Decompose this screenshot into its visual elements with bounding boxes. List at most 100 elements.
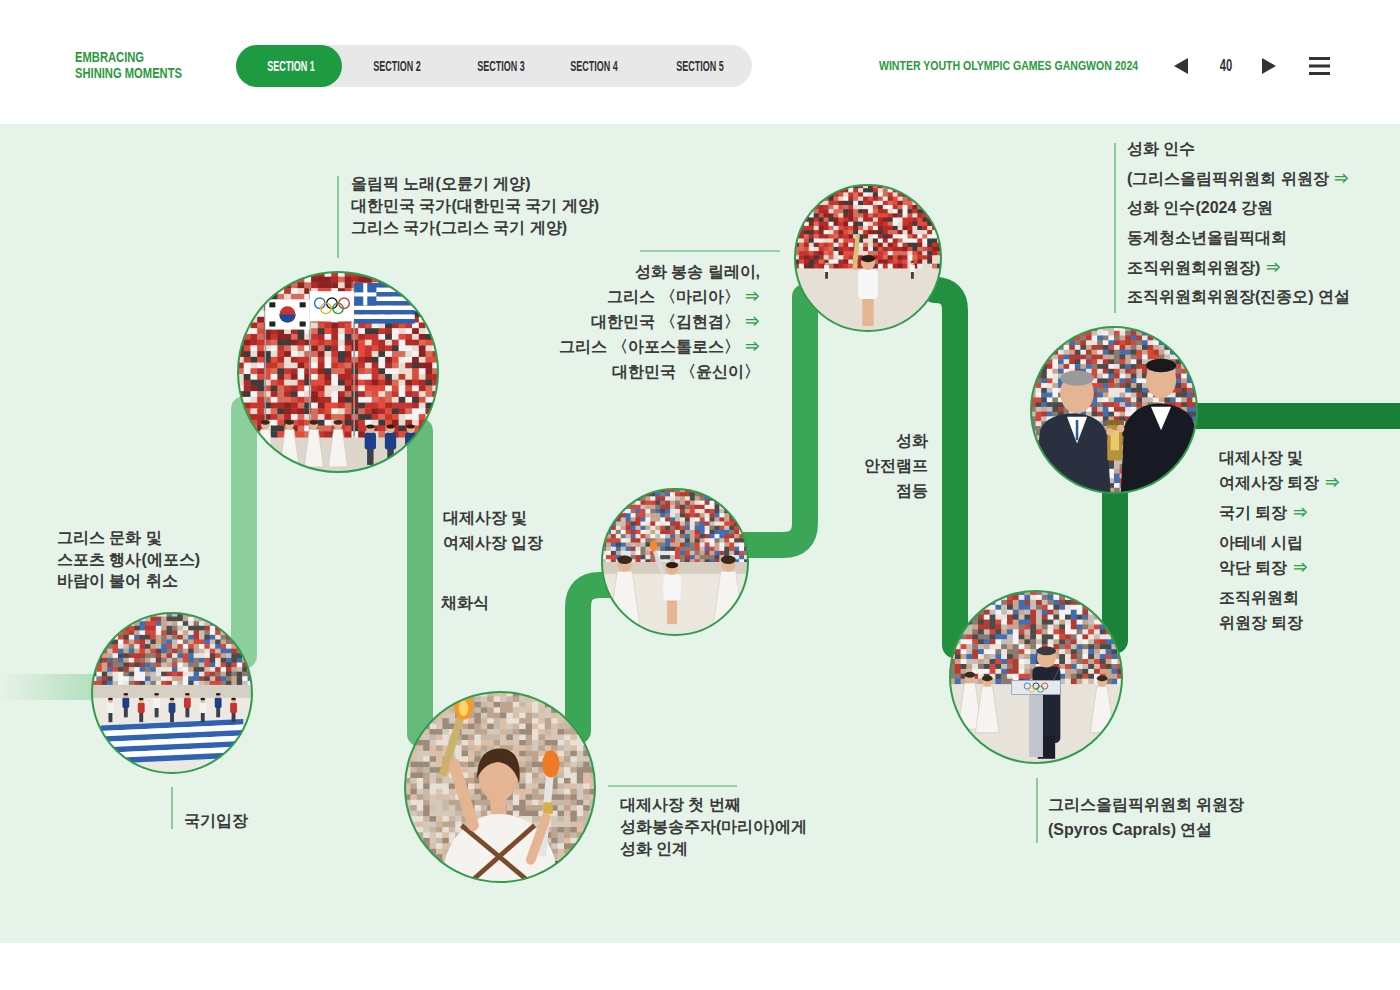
illustration-part xyxy=(641,505,646,510)
illustration-part xyxy=(200,698,205,700)
illustration-part xyxy=(705,517,710,522)
illustration-part xyxy=(744,505,749,510)
photo-node: 국기입장 xyxy=(91,612,253,774)
illustration-part xyxy=(145,663,151,668)
illustration-part xyxy=(399,426,406,432)
illustration-part xyxy=(118,676,124,681)
illustration-part xyxy=(426,271,433,277)
illustration-part xyxy=(204,653,210,658)
illustration-part xyxy=(150,672,156,677)
illustration-part xyxy=(665,505,670,510)
illustration-part xyxy=(405,374,412,380)
illustration-part xyxy=(724,543,729,548)
illustration-part xyxy=(695,555,700,560)
illustration-part xyxy=(399,363,406,369)
illustration-part xyxy=(156,621,162,626)
illustration-part xyxy=(183,621,189,626)
illustration-part xyxy=(695,547,700,552)
illustration-part xyxy=(150,653,156,658)
illustration-part xyxy=(140,667,146,672)
illustration-part xyxy=(150,644,156,649)
illustration-part xyxy=(284,288,291,294)
illustration-part xyxy=(352,380,359,386)
illustration-part xyxy=(690,547,695,552)
illustration-part xyxy=(277,363,284,369)
illustration-part xyxy=(611,530,616,535)
illustration-part xyxy=(345,334,352,340)
illustration-part xyxy=(199,612,205,617)
illustration-part xyxy=(194,626,200,631)
illustration-part xyxy=(719,496,724,501)
illustration-part xyxy=(331,391,338,397)
illustration-part xyxy=(650,530,655,535)
illustration-part xyxy=(271,282,278,288)
illustration-part xyxy=(251,294,258,300)
illustration-part xyxy=(298,334,305,340)
illustration-part xyxy=(700,555,705,560)
illustration-part xyxy=(102,635,108,640)
illustration-part xyxy=(385,363,392,369)
illustration-part xyxy=(161,653,167,658)
illustration-part xyxy=(237,663,243,668)
illustration-part xyxy=(601,492,606,497)
illustration-part xyxy=(251,363,258,369)
illustration-part xyxy=(412,374,419,380)
illustration-part xyxy=(385,271,392,277)
illustration-part xyxy=(705,551,710,556)
illustration-part xyxy=(188,635,194,640)
illustration-part xyxy=(724,496,729,501)
illustration-part xyxy=(710,505,715,510)
illustration-part xyxy=(601,488,749,636)
illustration-part xyxy=(680,513,685,518)
illustration-part xyxy=(237,323,244,329)
illustration-part xyxy=(311,351,318,357)
illustration-part xyxy=(221,653,227,658)
illustration-part xyxy=(729,492,734,497)
illustration-part xyxy=(215,667,221,672)
illustration-part xyxy=(172,617,178,622)
illustration-part xyxy=(338,391,345,397)
illustration-part xyxy=(277,420,284,426)
illustration-part xyxy=(177,617,183,622)
illustration-part xyxy=(419,282,426,288)
illustration-part xyxy=(284,408,291,414)
illustration-part xyxy=(724,547,729,552)
illustration-part xyxy=(405,271,412,277)
illustration-part xyxy=(284,403,291,409)
illustration-part xyxy=(399,380,406,386)
illustration-part xyxy=(113,658,119,663)
illustration-part xyxy=(611,547,616,552)
illustration-part xyxy=(617,556,632,564)
illustration-part xyxy=(432,271,439,277)
leader-line xyxy=(1036,778,1037,843)
illustration-part xyxy=(251,271,258,277)
illustration-part xyxy=(251,300,258,306)
illustration-part xyxy=(365,403,372,409)
illustration-part xyxy=(405,340,412,346)
illustration-part xyxy=(251,305,258,311)
illustration-part xyxy=(172,621,178,626)
illustration-part xyxy=(221,649,227,654)
illustration-part xyxy=(680,522,685,527)
illustration-part xyxy=(248,649,253,654)
illustration-part xyxy=(226,658,232,663)
illustration-part xyxy=(621,513,626,518)
illustration-part xyxy=(611,555,616,560)
illustration-part xyxy=(215,617,221,622)
illustration-part xyxy=(298,288,305,294)
illustration-part xyxy=(392,340,399,346)
illustration-part xyxy=(419,294,426,300)
illustration-part xyxy=(695,534,700,539)
illustration-part xyxy=(183,653,189,658)
illustration-part xyxy=(352,391,359,397)
illustration-part xyxy=(311,391,318,397)
illustration-part xyxy=(183,667,189,672)
illustration-part xyxy=(264,271,271,277)
illustration-part xyxy=(365,363,372,369)
illustration-part xyxy=(705,543,710,548)
illustration-part xyxy=(385,328,392,334)
illustration-part xyxy=(734,496,739,501)
illustration-part xyxy=(399,351,406,357)
illustration-part xyxy=(325,351,332,357)
illustration-part xyxy=(385,403,392,409)
